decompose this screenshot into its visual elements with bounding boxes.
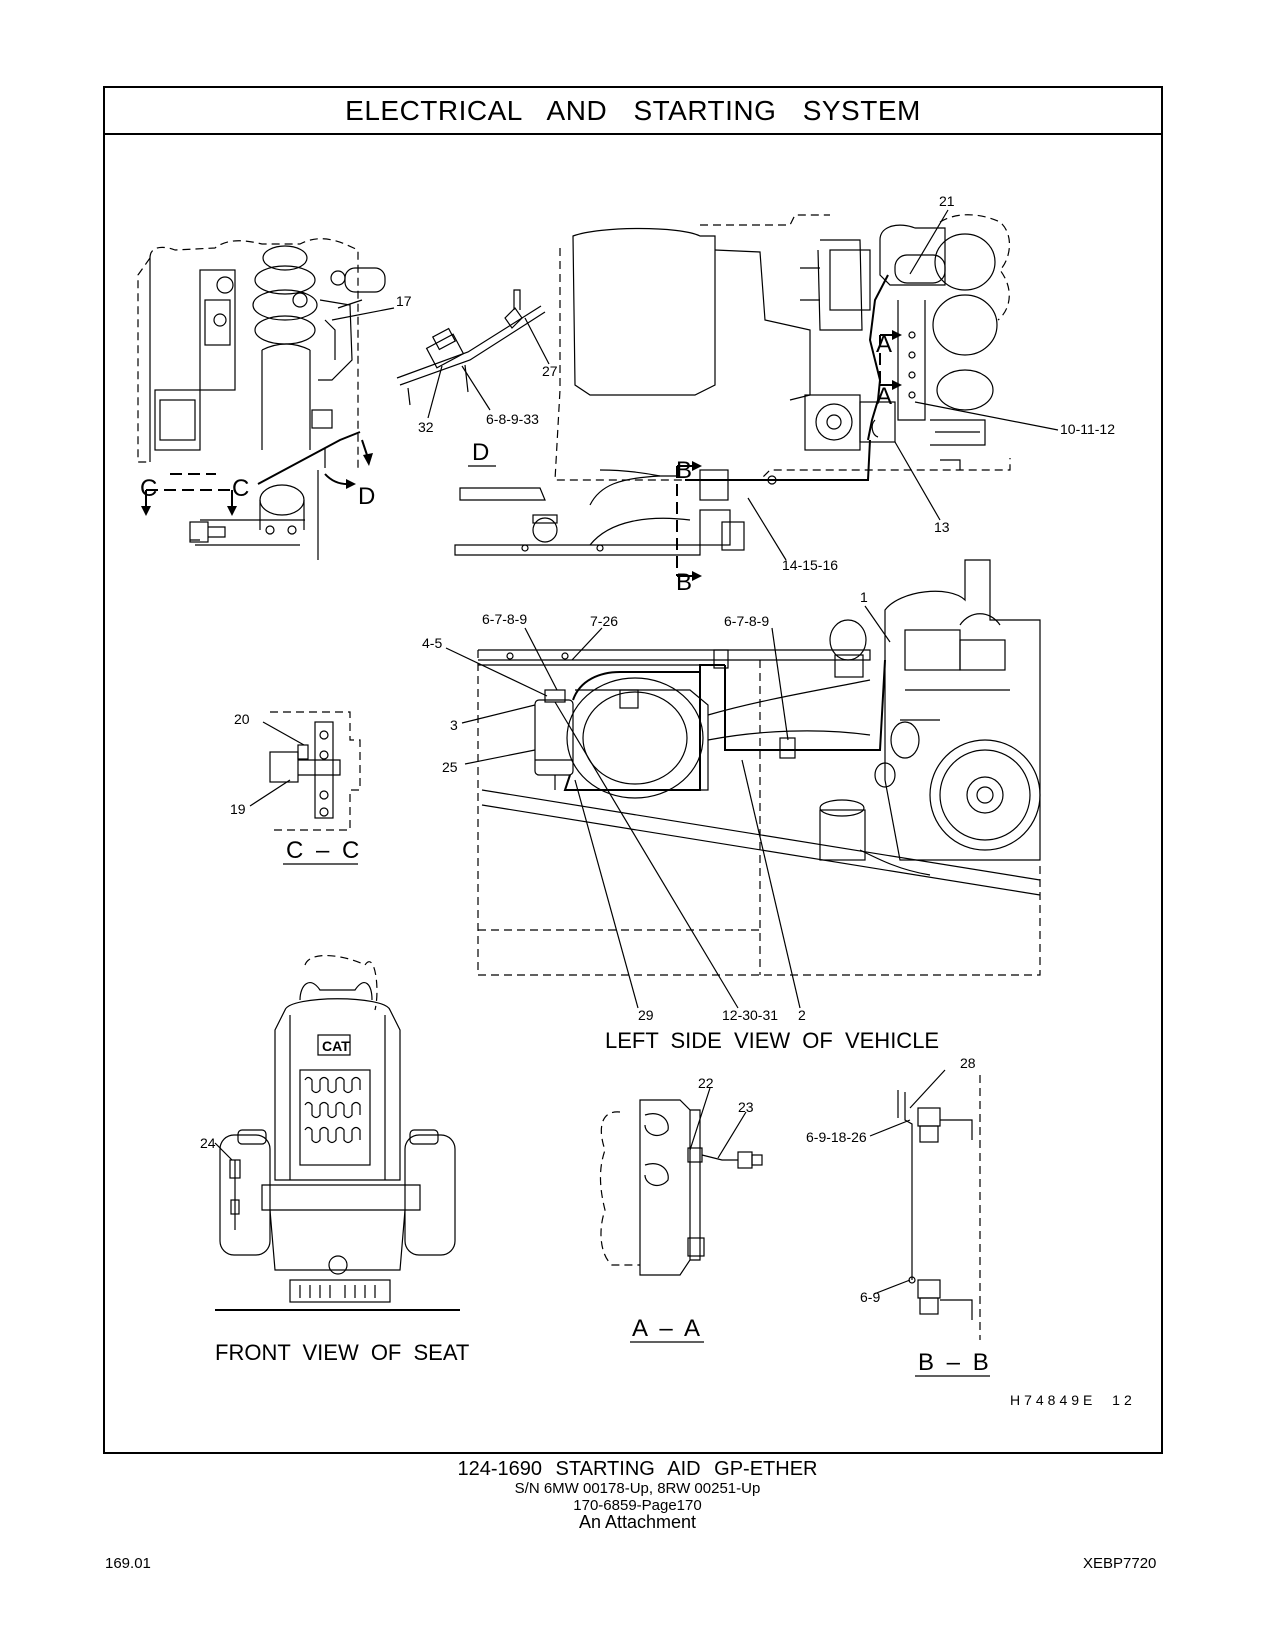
section-c-left: C	[140, 475, 157, 502]
detail-c-c	[269, 711, 361, 831]
page-number: 169.01	[105, 1555, 151, 1572]
illustration-code: H74849E 12	[1010, 1392, 1136, 1408]
detail-d-clip	[396, 289, 546, 406]
left-side-vehicle-view	[477, 559, 1041, 976]
callout-6-7-8-9-right: 6-7-8-9	[724, 613, 769, 629]
section-c-right: C	[232, 475, 249, 502]
footer-attachment: An Attachment	[578, 1512, 697, 1532]
callout-28: 28	[960, 1055, 976, 1071]
callout-14-15-16: 14-15-16	[782, 557, 838, 573]
footer-part-title: 124-1690 STARTING AID GP-ETHER	[457, 1458, 818, 1480]
callout-7-26: 7-26	[590, 613, 618, 629]
callout-1: 1	[860, 589, 868, 605]
page-title: ELECTRICAL AND STARTING SYSTEM	[345, 95, 921, 126]
callout-6-9: 6-9	[860, 1289, 880, 1305]
callout-6-7-8-9-left: 6-7-8-9	[482, 611, 527, 627]
callout-20: 20	[234, 711, 250, 727]
callout-4-5: 4-5	[422, 635, 442, 651]
title-bar: ELECTRICAL AND STARTING SYSTEM	[105, 88, 1161, 135]
callout-6-9-18-26: 6-9-18-26	[806, 1129, 867, 1145]
detail-b-b	[897, 1075, 981, 1340]
section-a-bottom: A	[876, 383, 892, 410]
caption-front-view-of-seat: FRONT VIEW OF SEAT	[215, 1340, 469, 1365]
callout-23: 23	[738, 1099, 754, 1115]
callout-13: 13	[934, 519, 950, 535]
callout-12-30-31: 12-30-31	[722, 1007, 778, 1023]
caption-left-side-view: LEFT SIDE VIEW OF VEHICLE	[605, 1028, 939, 1053]
caption-b-b: B – B	[918, 1349, 989, 1376]
engine-top-left-view	[137, 238, 386, 560]
view-captions: D C – C LEFT SIDE VIEW OF VEHICLE A – A …	[215, 439, 990, 1377]
seat-front-view	[215, 954, 460, 1311]
seat-logo: CAT	[322, 1038, 350, 1054]
section-b-bottom: B	[676, 569, 692, 596]
callout-25: 25	[442, 759, 458, 775]
leader-lines	[214, 209, 1059, 1295]
callout-32: 32	[418, 419, 434, 435]
section-b-top: B	[676, 457, 692, 484]
footer-serial: S/N 6MW 00178-Up, 8RW 00251-Up	[514, 1480, 761, 1497]
callout-29: 29	[638, 1007, 654, 1023]
caption-d: D	[472, 439, 489, 466]
document-number: XEBP7720	[1083, 1555, 1157, 1572]
section-letters: A A B B C C D CAT	[140, 331, 892, 1054]
callout-17: 17	[396, 293, 412, 309]
callout-19: 19	[230, 801, 246, 817]
callout-22: 22	[698, 1075, 714, 1091]
callout-21: 21	[939, 193, 955, 209]
footer-page-ref: 170-6859-Page170	[573, 1497, 702, 1514]
engine-top-right-view	[454, 214, 1011, 581]
callout-10-11-12: 10-11-12	[1060, 421, 1115, 437]
callout-3: 3	[450, 717, 458, 733]
callout-6-8-9-33: 6-8-9-33	[486, 411, 539, 427]
section-a-top: A	[876, 331, 892, 358]
caption-c-c: C – C	[286, 837, 359, 864]
callout-27: 27	[542, 363, 558, 379]
caption-a-a: A – A	[632, 1315, 700, 1342]
detail-a-a	[599, 1099, 763, 1276]
callout-24: 24	[200, 1135, 216, 1151]
diagram-frame: ELECTRICAL AND STARTING SYSTEM	[103, 86, 1163, 1454]
callout-labels: 21 17 27 32 6-8-9-33 10-11-12 13 14-15-1…	[200, 193, 1115, 1305]
callout-2: 2	[798, 1007, 806, 1023]
section-d-marker: D	[358, 483, 375, 510]
